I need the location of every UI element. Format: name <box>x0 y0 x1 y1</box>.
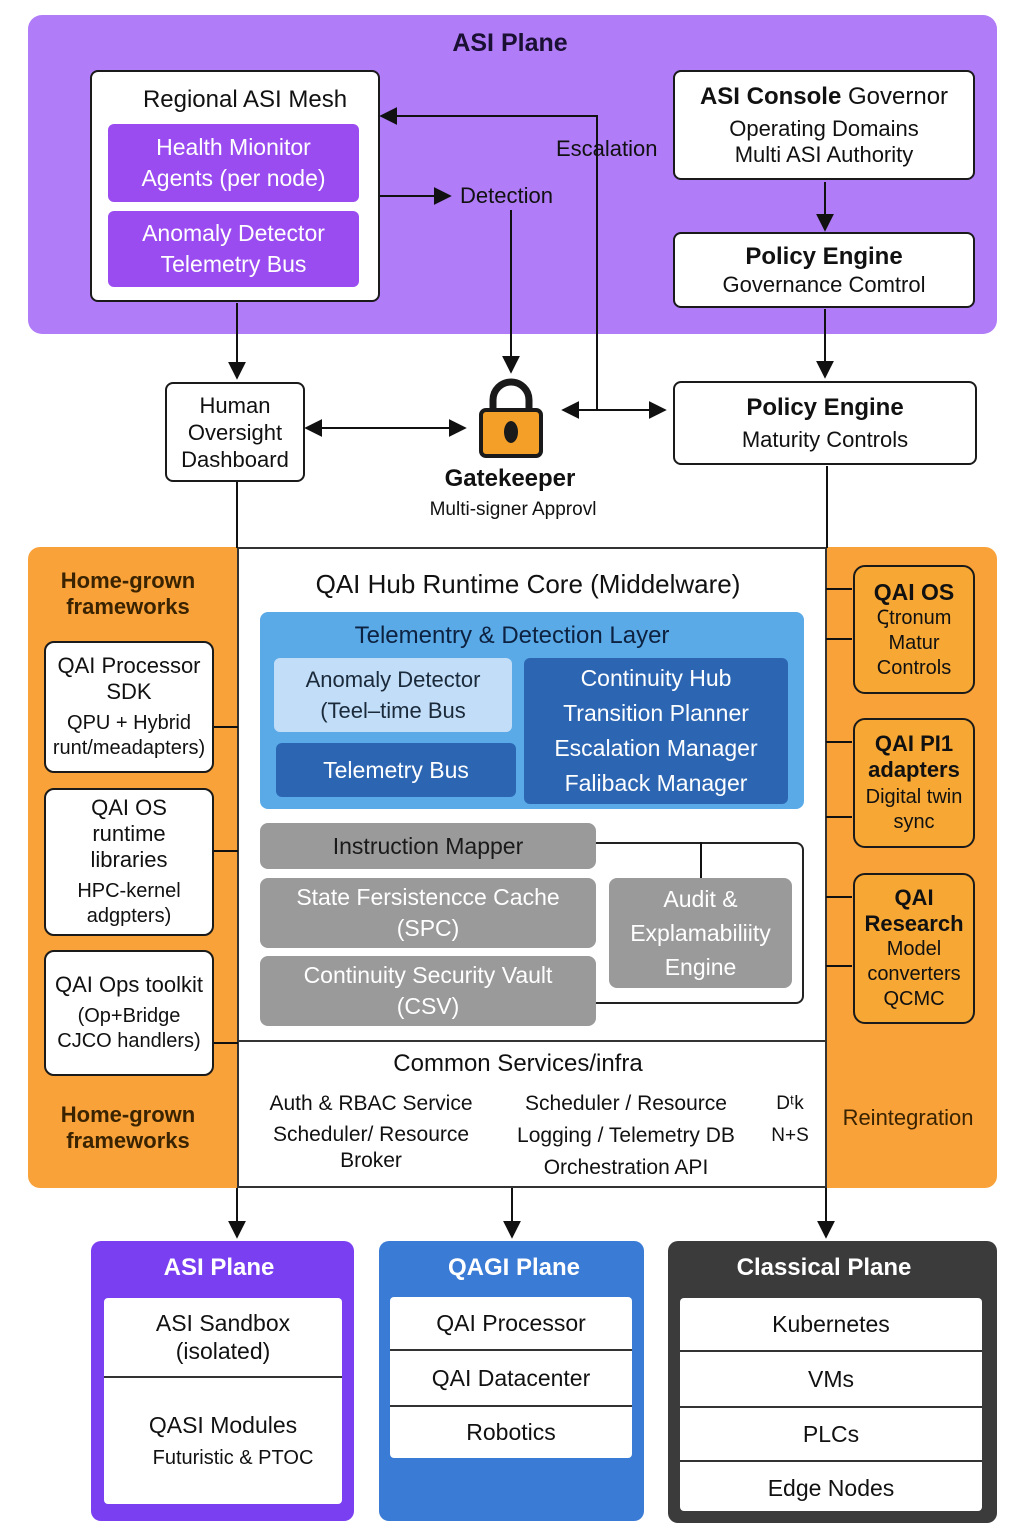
qai-os-subtitle: Ꞔtronum Matur Controls <box>876 607 952 679</box>
qasi-modules-subtitle: Futuristic & PTOC <box>152 1447 314 1469</box>
qai-research-box[interactable]: QAI Research Model converters QCMC <box>853 873 975 1024</box>
processor-sdk-subtitle: QPU + Hybrid runt/meadapters) <box>52 712 206 759</box>
qai-os-runtime-libraries[interactable]: QAI OS runtime libraries HPC-kernel adgp… <box>44 788 214 936</box>
asi-plane-bottom-title: ASI Plane <box>163 1254 275 1281</box>
pi-adapters-title: QAI PI1 adapters <box>868 731 960 782</box>
audit-bracket <box>594 842 804 1004</box>
research-title: QAI Research <box>864 885 964 936</box>
continuity-hub-box[interactable]: Continuity Hub Transition Planner Escala… <box>524 658 788 804</box>
anomaly-detector-box[interactable]: Anomaly Detector (Teel–time Bus <box>274 658 512 732</box>
escalation-manager-line: Escalation Manager <box>554 735 758 761</box>
transition-planner-line: Transition Planner <box>563 700 749 726</box>
policy-governance-title: Policy Engine <box>745 243 903 270</box>
scheduler-resource-2: Scheduler / Resource <box>525 1092 727 1115</box>
escalation-label: Escalation <box>556 136 658 161</box>
asi-console-governor[interactable]: ASI Console Governor Operating Domains M… <box>673 70 975 180</box>
audit-explainability-engine[interactable]: Audit & Explamabiliity Engine <box>609 878 792 988</box>
processor-sdk-title: QAI Processor SDK <box>57 653 201 704</box>
scheduler-resource-1: Scheduler/ Resource <box>272 1123 470 1146</box>
classical-plane-cells: Kubernetes VMs PLCs Edge Nodes <box>680 1298 982 1511</box>
auth-rbac-service: Auth & RBAC Service <box>269 1092 473 1115</box>
dk-label: Dᵗk <box>776 1093 804 1114</box>
qai-pi-adapters-box[interactable]: QAI PI1 adapters Digital twin sync <box>853 718 975 848</box>
pi-adapters-subtitle: Digital twin sync <box>865 786 963 833</box>
health-monitor-agents[interactable]: Health Mionitor Agents (per node) <box>108 124 359 202</box>
qai-os-box[interactable]: QAI OS Ꞔtronum Matur Controls <box>853 565 975 694</box>
console-line1: Operating Domains <box>729 116 919 141</box>
qai-processor-sdk[interactable]: QAI Processor SDK QPU + Hybrid runt/mead… <box>44 641 214 773</box>
qai-ops-toolkit[interactable]: QAI Ops toolkit (Op+Bridge CJCO handlers… <box>44 950 214 1076</box>
telemetry-bus-box[interactable]: Telemetry Bus <box>276 743 516 797</box>
common-services-divider <box>237 1040 827 1042</box>
asi-sandbox-cell[interactable]: ASI Sandbox (isolated) <box>104 1298 342 1378</box>
asi-plane-cells: ASI Sandbox (isolated) QASI Modules Futu… <box>104 1298 342 1504</box>
orchestration-api: Orchestration API <box>543 1156 709 1179</box>
console-title-bold: ASI Console <box>699 83 842 110</box>
console-line2: Multi ASI Authority <box>734 142 914 167</box>
runtime-core-title: QAI Hub Runtime Core (Middelware) <box>315 568 741 599</box>
human-oversight-dashboard[interactable]: Human Oversight Dashboard <box>165 382 305 482</box>
broker: Broker <box>340 1149 402 1172</box>
ops-toolkit-subtitle: (Op+Bridge CJCO handlers) <box>57 1005 201 1052</box>
policy-maturity-title: Policy Engine <box>746 394 904 421</box>
telemetry-layer-title: Telementry & Detection Layer <box>354 622 670 649</box>
robotics-cell[interactable]: Robotics <box>466 1419 556 1445</box>
state-persistence-cache[interactable]: State Fersistencce Cache (SPC) <box>260 878 596 948</box>
qai-processor-cell[interactable]: QAI Processor <box>390 1297 632 1351</box>
console-title-rest: Governor <box>847 83 949 110</box>
frameworks-header-top: Home-grown frameworks <box>60 568 196 619</box>
policy-engine-governance[interactable]: Policy Engine Governance Comtrol <box>673 232 975 308</box>
plcs-cell[interactable]: PLCs <box>680 1408 982 1462</box>
ops-toolkit-title: QAI Ops toolkit <box>55 972 203 997</box>
qasi-modules-cell[interactable]: QASI Modules Futuristic & PTOC <box>104 1378 342 1504</box>
continuity-hub-line: Continuity Hub <box>580 665 732 691</box>
common-services-title: Common Services/infra <box>393 1050 643 1077</box>
qai-datacenter-cell[interactable]: QAI Datacenter <box>390 1351 632 1407</box>
fallback-manager-line: Faliback Manager <box>564 770 748 796</box>
qai-os-title: QAI OS <box>873 579 955 605</box>
os-runtime-subtitle: HPC-kernel adgpters) <box>77 880 181 927</box>
qagi-plane-cells: QAI Processor QAI Datacenter Robotics <box>390 1297 632 1458</box>
policy-maturity-subtitle: Maturity Controls <box>741 427 909 452</box>
regional-asi-mesh-title: Regional ASI Mesh <box>142 86 348 113</box>
os-runtime-title: QAI OS runtime libraries <box>90 795 168 872</box>
research-subtitle: Model converters QCMC <box>867 938 961 1010</box>
qasi-modules-title: QASI Modules <box>148 1412 298 1438</box>
qagi-plane-title: QAGI Plane <box>447 1254 581 1281</box>
common-services-col1: Auth & RBAC Service Scheduler/ Resource … <box>258 1088 484 1172</box>
continuity-security-vault[interactable]: Continuity Security Vault (CSV) <box>260 956 596 1026</box>
ns-label: N+S <box>771 1125 809 1146</box>
common-services-col2: Scheduler / Resource Logging / Telemetry… <box>498 1088 754 1184</box>
common-services-col3: Dᵗk N+S <box>760 1088 820 1152</box>
frameworks-header-bottom: Home-grown frameworks <box>60 1102 196 1153</box>
asi-plane-title: ASI Plane <box>452 28 568 57</box>
edge-nodes-cell[interactable]: Edge Nodes <box>767 1475 895 1501</box>
policy-engine-maturity[interactable]: Policy Engine Maturity Controls <box>673 381 977 465</box>
policy-governance-subtitle: Governance Comtrol <box>722 272 926 297</box>
vms-cell[interactable]: VMs <box>680 1352 982 1408</box>
kubernetes-cell[interactable]: Kubernetes <box>680 1298 982 1352</box>
gatekeeper-title: Gatekeeper <box>444 465 576 492</box>
lock-icon <box>475 376 547 460</box>
logging-telemetry-db: Logging / Telemetry DB <box>517 1124 735 1147</box>
anomaly-detector-telemetry-bus[interactable]: Anomaly Detector Telemetry Bus <box>108 211 359 287</box>
instruction-mapper[interactable]: Instruction Mapper <box>260 823 596 869</box>
reintegration-label: Reintegration <box>842 1105 974 1130</box>
gatekeeper-subtitle: Multi-signer Approvl <box>429 499 597 520</box>
detection-label: Detection <box>460 183 553 208</box>
classical-plane-title: Classical Plane <box>736 1254 912 1281</box>
